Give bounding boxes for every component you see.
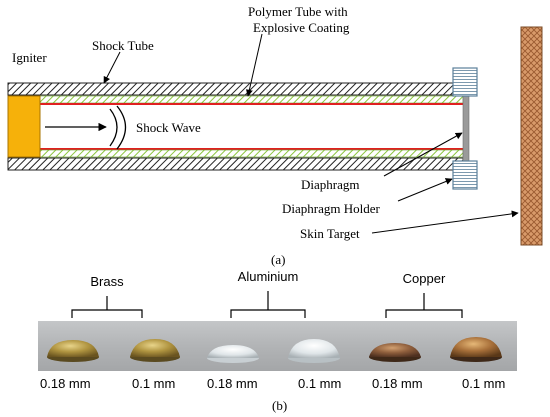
shock-tube-lower-wall [7, 157, 464, 171]
sample-aluminium-01 [288, 339, 340, 363]
thickness-label: 0.18 mm [372, 376, 423, 391]
diaphragm-holder-label: Diaphragm Holder [282, 201, 381, 216]
group-label-brass: Brass [90, 274, 124, 289]
shock-wave-arc-1 [109, 108, 118, 147]
skin-target-leader [371, 210, 519, 234]
shock-wave-arc-2 [116, 105, 127, 150]
thickness-label: 0.1 mm [298, 376, 341, 391]
sample-copper-01 [450, 337, 502, 362]
bracket-aluminium [230, 291, 306, 318]
igniter-label: Igniter [12, 50, 47, 65]
thickness-label: 0.1 mm [132, 376, 175, 391]
panel-b-caption: (b) [272, 398, 287, 413]
igniter-block [7, 95, 41, 158]
thickness-label: 0.18 mm [207, 376, 258, 391]
panel-a-caption: (a) [271, 252, 285, 267]
sample-copper-018 [369, 343, 421, 362]
bracket-copper [385, 293, 463, 318]
polymer-tube-lower-coating [39, 149, 464, 158]
diaphragm-holder-bottom [452, 160, 478, 190]
panel-a: Polymer Tube with Explosive Coating Shoc… [7, 4, 543, 267]
polymer-tube-label-line1: Polymer Tube with [248, 4, 348, 19]
diaphragm-label: Diaphragm [301, 177, 359, 192]
sample-brass-018 [47, 340, 99, 362]
sample-aluminium-018 [207, 345, 259, 363]
shock-tube-label: Shock Tube [92, 38, 154, 53]
bracket-brass [71, 296, 143, 318]
sample-brass-01 [130, 339, 180, 362]
shock-wave-label: Shock Wave [136, 120, 201, 135]
group-label-aluminium: Aluminium [238, 269, 299, 284]
sample-photo-strip [38, 321, 517, 371]
panel-b: Brass Aluminium Copper [38, 269, 517, 413]
polymer-tube-upper-coating [39, 95, 464, 104]
diaphragm [462, 95, 470, 170]
polymer-tube-leader [245, 33, 263, 97]
skin-target-label: Skin Target [300, 226, 360, 241]
diaphragm-holder-leader [397, 178, 453, 202]
shock-tube-leader [103, 51, 121, 84]
polymer-tube-label-line2: Explosive Coating [253, 20, 350, 35]
group-label-copper: Copper [403, 271, 446, 286]
thickness-label: 0.18 mm [40, 376, 91, 391]
shock-tube-upper-wall [7, 82, 464, 96]
skin-target [520, 26, 543, 246]
diaphragm-leader [383, 132, 463, 177]
diaphragm-holder-top [452, 67, 478, 97]
thickness-label: 0.1 mm [462, 376, 505, 391]
